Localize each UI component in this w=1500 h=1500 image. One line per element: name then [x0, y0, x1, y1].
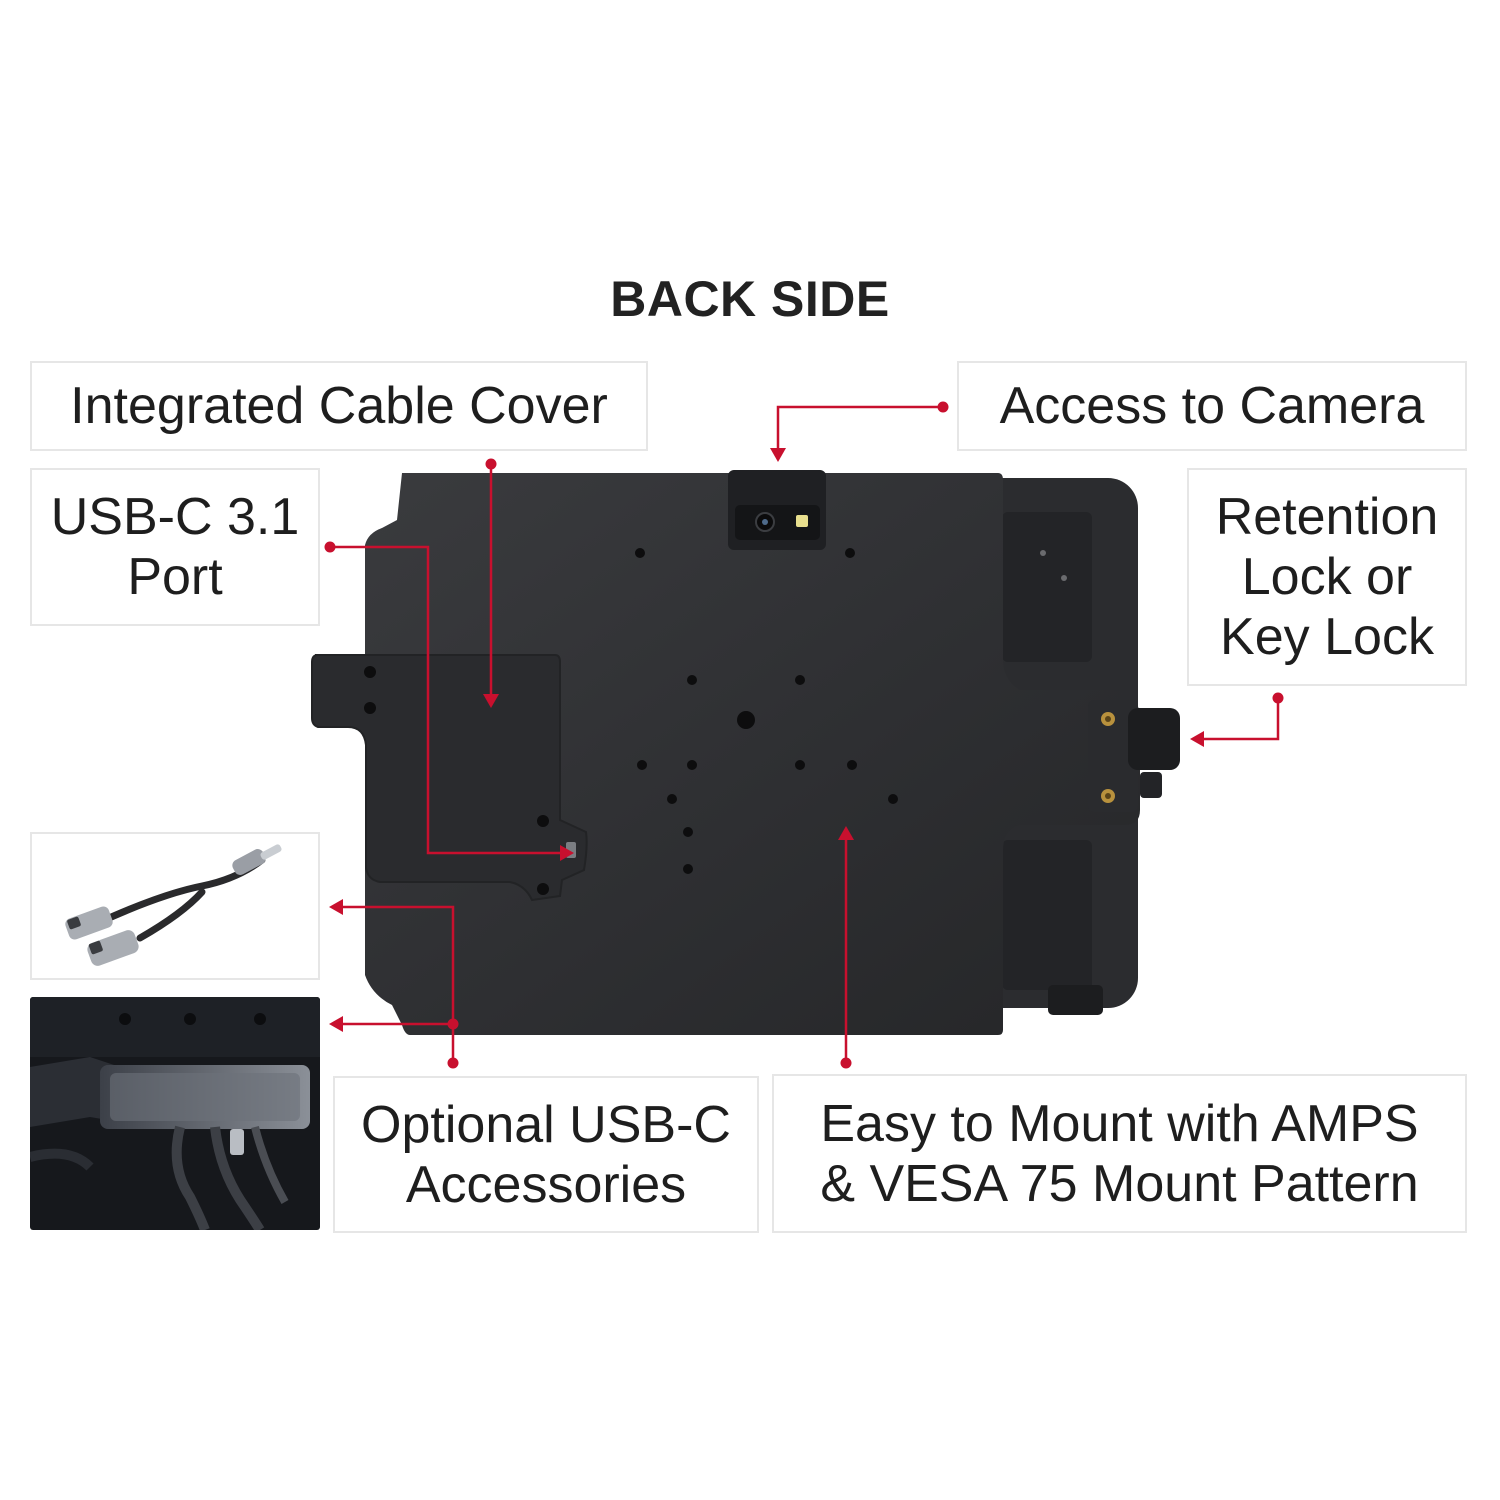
callout-text: Access to Camera [999, 377, 1425, 435]
callout-integrated-cable-cover: Integrated Cable Cover [30, 361, 648, 451]
usb-c-hub-photo-icon [30, 997, 320, 1230]
retention-lock [1088, 700, 1180, 812]
callout-connectors [330, 405, 1280, 1063]
callout-optional-usb-c-accessories: Optional USB-C Accessories [333, 1076, 759, 1233]
callout-text-line3: Key Lock [1220, 608, 1434, 666]
callout-easy-to-mount: Easy to Mount with AMPS & VESA 75 Mount … [772, 1074, 1467, 1233]
callout-retention-lock: Retention Lock or Key Lock [1187, 468, 1467, 686]
callout-usb-c-port: USB-C 3.1 Port [30, 468, 320, 626]
callout-text-line2: & VESA 75 Mount Pattern [820, 1154, 1419, 1213]
usb-c-splitter-cable-icon [65, 844, 282, 966]
callout-text-line1: Optional USB-C [361, 1095, 731, 1154]
page-title: BACK SIDE [610, 271, 890, 327]
callout-text-line1: USB-C 3.1 [50, 488, 300, 546]
callout-text-line2: Lock or [1241, 548, 1413, 606]
callout-text-line1: Retention [1215, 488, 1439, 546]
callout-dots [324, 401, 1284, 1069]
callout-arrowheads [329, 448, 1204, 1032]
cable-cover-plate [311, 654, 588, 902]
usb-c-splitter-cable-thumbnail [30, 832, 320, 980]
callout-text-line2: Port [127, 548, 223, 606]
callout-access-to-camera: Access to Camera [957, 361, 1467, 451]
mount-hole-pattern [635, 548, 898, 874]
usb-c-hub-thumbnail [30, 997, 320, 1230]
callout-text-line2: Accessories [405, 1155, 687, 1214]
camera-window [728, 470, 826, 550]
callout-text-line1: Easy to Mount with AMPS [820, 1094, 1419, 1153]
callout-text: Integrated Cable Cover [70, 377, 608, 435]
